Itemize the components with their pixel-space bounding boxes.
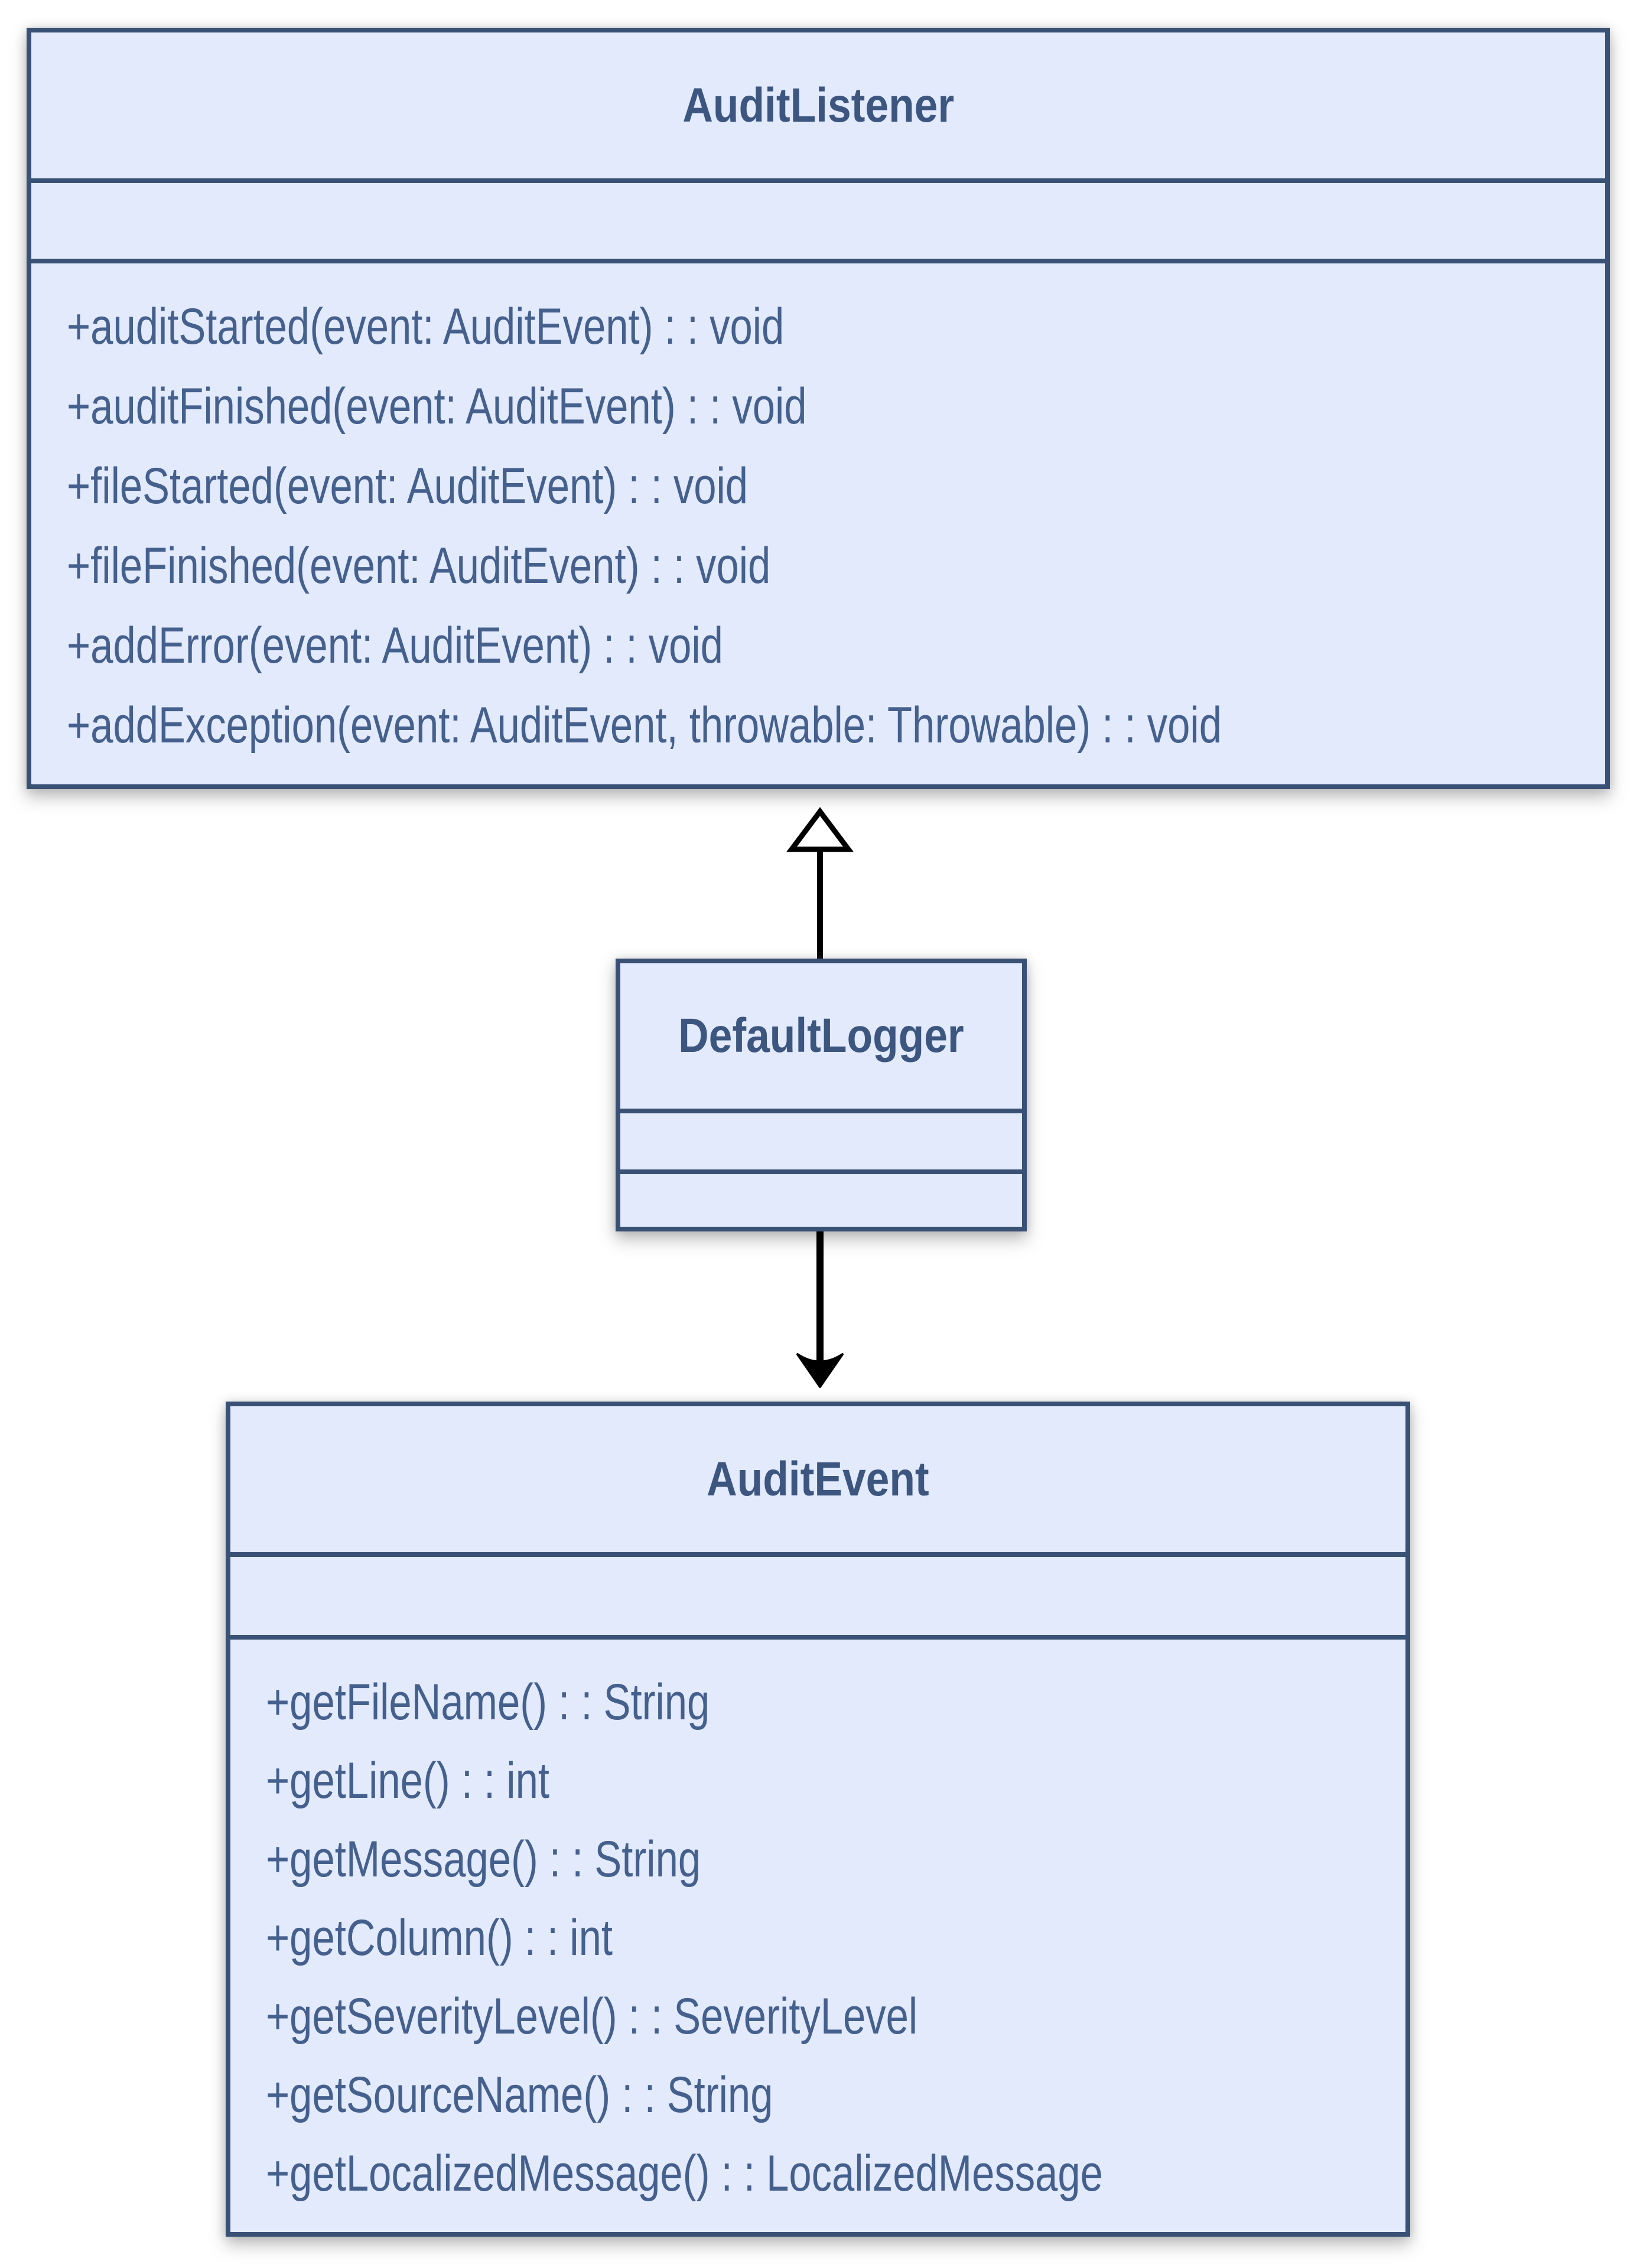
method-item: +fileStarted(event: AuditEvent) : : void [67,447,1593,526]
method-item-label: +getLine() : : int [266,1752,549,1809]
class-title-section: AuditListener [31,32,1605,178]
method-item-label: +auditFinished(event: AuditEvent) : : vo… [67,378,807,435]
attributes-section-empty [620,1109,1022,1169]
method-item: +fileFinished(event: AuditEvent) : : voi… [67,526,1593,606]
class-box-auditevent: AuditEvent +getFileName() : : String+get… [226,1402,1410,2237]
method-item-label: +fileStarted(event: AuditEvent) : : void [67,458,749,514]
attributes-section-empty [31,178,1605,259]
class-name-auditlistener: AuditListener [682,78,954,132]
filled-stealth-arrowhead-icon [796,1353,844,1388]
method-item: +addException(event: AuditEvent, throwab… [67,686,1593,765]
method-item-label: +getLocalizedMessage() : : LocalizedMess… [266,2145,1103,2202]
class-box-auditlistener: AuditListener +auditStarted(event: Audit… [27,28,1610,789]
method-item-label: +addException(event: AuditEvent, throwab… [67,697,1222,754]
method-item: +addError(event: AuditEvent) : : void [67,606,1593,686]
methods-section: +getFileName() : : String +getLine() : : … [230,1635,1405,2232]
method-item-label: +getSeverityLevel() : : SeverityLevel [266,1988,918,2045]
methods-section: +auditStarted(event: AuditEvent) : : voi… [31,259,1605,784]
method-item: +getSourceName() : : String [266,2056,1394,2135]
method-item-label: +getSourceName() : : String [266,2067,773,2123]
method-item-label: +getMessage() : : String [266,1831,701,1888]
method-item-label: +auditStarted(event: AuditEvent) : : voi… [67,298,785,355]
attributes-section-empty [230,1552,1405,1635]
method-item: +getSeverityLevel() : : SeverityLevel [266,1977,1394,2056]
methods-section-empty [620,1169,1022,1227]
method-item: +auditStarted(event: AuditEvent) : : voi… [67,287,1593,367]
method-item: +getColumn() : : int [266,1899,1394,1977]
method-item: +getFileName() : : String [266,1663,1394,1742]
method-item-label: +fileFinished(event: AuditEvent) : : voi… [67,537,771,594]
method-item-label: +addError(event: AuditEvent) : : void [67,617,723,674]
method-item: +getLocalizedMessage() : : LocalizedMess… [266,2135,1394,2213]
class-title-section: DefaultLogger [620,963,1022,1109]
method-item-label: +getFileName() : : String [266,1674,710,1731]
association-arrow [796,1231,844,1388]
method-item-label: +getColumn() : : int [266,1909,613,1966]
method-item: +getMessage() : : String [266,1820,1394,1899]
class-box-defaultlogger: DefaultLogger [616,959,1027,1231]
hollow-triangle-arrowhead-icon [786,807,854,852]
method-item: +auditFinished(event: AuditEvent) : : vo… [67,367,1593,447]
class-name-defaultlogger: DefaultLogger [678,1009,964,1063]
class-name-auditevent: AuditEvent [707,1452,929,1506]
class-title-section: AuditEvent [230,1406,1405,1552]
method-item: +getLine() : : int [266,1742,1394,1820]
inheritance-arrow [786,807,854,959]
